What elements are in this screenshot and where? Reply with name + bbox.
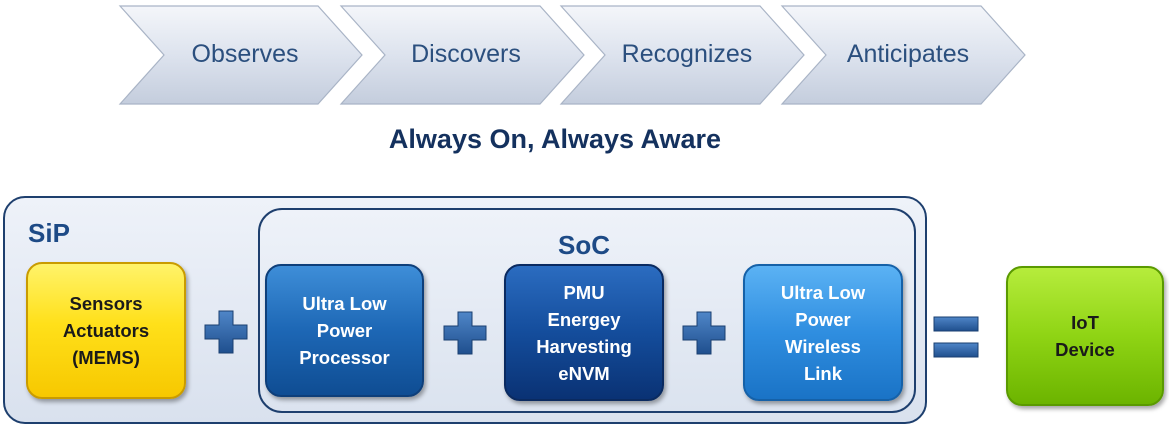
wireless-line-4: Link [803,362,843,384]
step-label-observes: Observes [191,40,299,68]
soc-label: SoC [558,230,610,260]
iot-line-2: Device [1055,339,1115,360]
chevron-anticipates [780,5,1026,105]
processor-line-3: Processor [299,347,390,368]
pmu-line-3: Harvesting [536,335,632,357]
chevron-recognizes [559,5,805,105]
pmu-block: PMU Energey Harvesting eNVM [504,264,664,401]
iot-line-1: IoT [1071,312,1099,333]
sensors-line-1: Sensors [69,293,143,314]
pmu-line-2: Energey [547,308,621,330]
sensors-line-3: (MEMS) [72,347,140,368]
tagline: Always On, Always Aware [388,124,722,154]
plus-icon [682,311,726,355]
step-label-anticipates: Anticipates [846,40,970,68]
step-label-recognizes: Recognizes [621,40,753,68]
processor-line-2: Power [316,320,373,341]
sensors-block: Sensors Actuators (MEMS) [26,262,186,399]
pmu-line-4: eNVM [558,362,610,384]
wireless-line-3: Wireless [785,335,861,357]
wireless-line-2: Power [795,308,851,330]
chevron-observes [118,5,363,105]
wireless-block: Ultra Low Power Wireless Link [743,264,903,401]
sip-label: SiP [28,218,70,248]
plus-icon [443,311,487,355]
wireless-line-1: Ultra Low [780,281,866,303]
step-label-discovers: Discovers [411,40,521,68]
plus-icon [204,310,248,354]
processor-line-1: Ultra Low [302,293,387,314]
process-flow [118,5,1026,105]
iot-device-block: IoT Device [1006,266,1164,406]
processor-block: Ultra Low Power Processor [265,264,424,397]
chevron-discovers [339,5,585,105]
pmu-line-1: PMU [563,281,605,303]
equals-icon [933,316,979,358]
sensors-line-2: Actuators [62,320,150,341]
